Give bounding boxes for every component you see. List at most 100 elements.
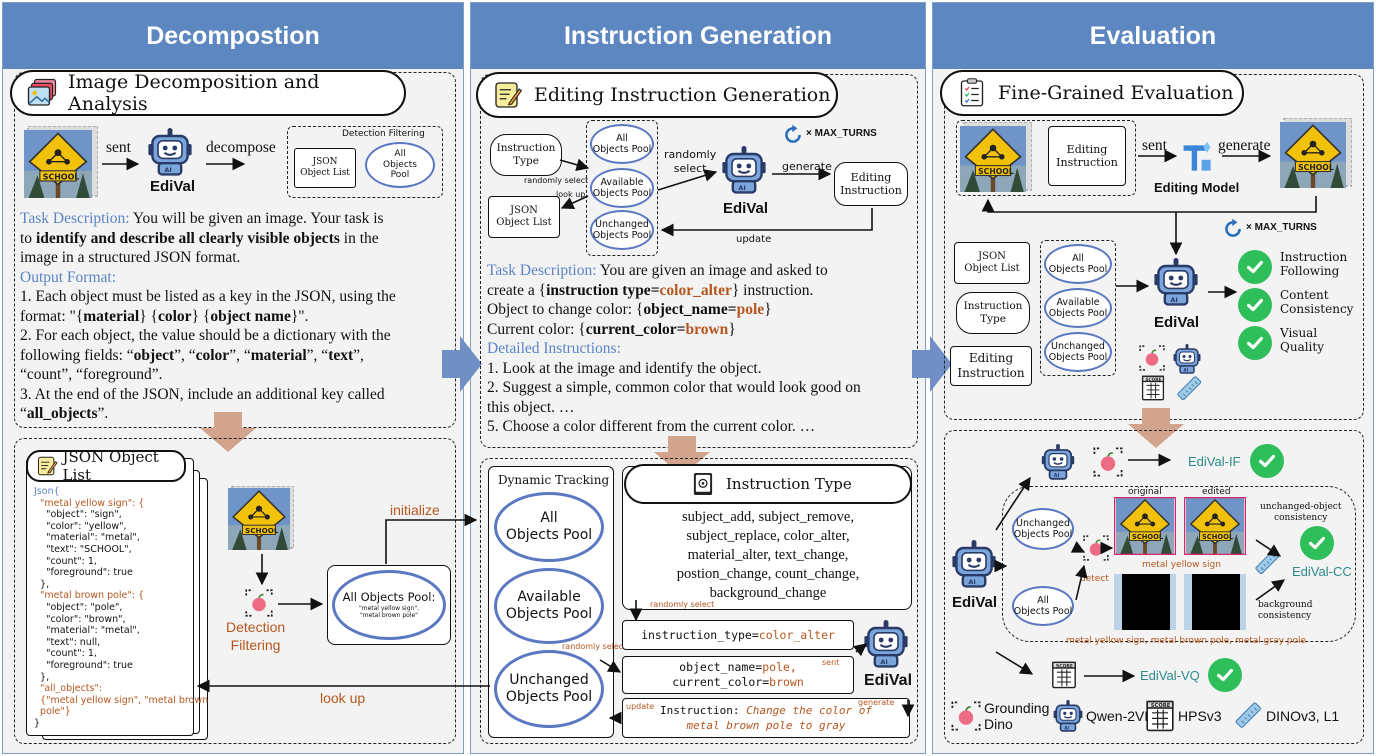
json-line: "count": 1, bbox=[34, 648, 97, 660]
json-doc bbox=[26, 458, 194, 736]
pools-box-3 bbox=[1040, 240, 1116, 376]
editing-model-label: Editing Model bbox=[1154, 180, 1240, 195]
robot-icon bbox=[1172, 344, 1202, 374]
json-line: Json{ bbox=[34, 486, 60, 497]
legend-label: DINOv3, L1 bbox=[1266, 708, 1340, 724]
json-line: "text": null, bbox=[34, 636, 101, 648]
down-arrow-3 bbox=[1128, 408, 1184, 448]
json-object-list-small-2: JSON Object List bbox=[488, 196, 560, 238]
check-icon bbox=[1208, 658, 1242, 692]
available-pool-small: Available Objects Pool bbox=[590, 168, 654, 208]
generate-label: generate bbox=[782, 160, 832, 173]
robot-icon bbox=[720, 146, 768, 194]
loop-arrow-icon bbox=[782, 124, 804, 146]
json-line: } bbox=[34, 717, 41, 729]
panel-arrow-1 bbox=[442, 336, 482, 392]
unchanged-consistency-label: unchanged-object consistency bbox=[1260, 502, 1342, 523]
available-pool-big: Available Objects Pool bbox=[494, 568, 604, 644]
legend-label: HPSv3 bbox=[1178, 708, 1222, 724]
edival-vq-label: EdiVal-VQ bbox=[1140, 668, 1200, 683]
json-line: "metal brown pole": { bbox=[34, 590, 145, 602]
check-icon bbox=[1250, 444, 1284, 478]
instruction-title: Instruction Generation bbox=[471, 3, 925, 69]
json-object-list-small: JSON Object List bbox=[294, 148, 356, 188]
image-stack-icon bbox=[26, 78, 58, 108]
json-line: "metal yellow sign": { bbox=[34, 497, 145, 509]
look-up-label: look up bbox=[320, 690, 366, 706]
edited-label: edited bbox=[1202, 487, 1231, 497]
json-line: "material": "metal", bbox=[34, 625, 140, 637]
decomposition-bottom-box bbox=[14, 438, 456, 744]
decomposition-pill-label: Image Decomposition and Analysis bbox=[68, 71, 320, 115]
unchanged-pool-3: Unchanged Objects Pool bbox=[1044, 332, 1112, 372]
check-icon bbox=[1300, 526, 1334, 560]
mask-original bbox=[1114, 574, 1176, 630]
inspect-icon bbox=[1092, 446, 1124, 478]
background-consistency-label: background consistency bbox=[1258, 600, 1313, 621]
edival-label-3: EdiVal bbox=[864, 672, 913, 689]
initialize-label: initialize bbox=[390, 502, 440, 518]
metal-yellow-sign-caption: metal yellow sign bbox=[1142, 560, 1221, 570]
inspect-icon bbox=[1138, 344, 1166, 372]
instruction-type-3: Instruction Type bbox=[956, 292, 1030, 334]
down-arrow bbox=[200, 412, 256, 452]
source-image bbox=[24, 126, 98, 200]
sent-small: sent bbox=[822, 658, 840, 667]
robot-icon bbox=[1040, 444, 1076, 480]
check-icon bbox=[1238, 288, 1272, 322]
generate-small: generate bbox=[858, 698, 895, 707]
json-object-list-3: JSON Object List bbox=[954, 242, 1030, 284]
generate-label-3: generate bbox=[1218, 137, 1271, 154]
instruction-pill-label: Editing Instruction Generation bbox=[534, 84, 831, 106]
update-label: update bbox=[736, 234, 772, 245]
json-line: pole"} bbox=[34, 706, 71, 718]
json-line: {"metal yellow sign", "metal brown bbox=[34, 694, 209, 706]
all-objects-pool-small: All Objects Pool bbox=[365, 142, 435, 188]
inspect-icon bbox=[244, 588, 274, 618]
mask-edited bbox=[1184, 574, 1246, 630]
evaluation-title: Evaluation bbox=[933, 3, 1373, 69]
input-box bbox=[956, 120, 1136, 196]
evaluation-pill-label: Fine-Grained Evaluation bbox=[998, 82, 1234, 104]
legend-label: Qwen-2VL bbox=[1086, 708, 1153, 724]
robot-icon bbox=[862, 620, 910, 668]
robot-icon bbox=[146, 128, 194, 176]
json-line: "count": 1, bbox=[34, 555, 97, 567]
school-image-3 bbox=[960, 122, 1032, 194]
check-icon bbox=[1238, 326, 1272, 360]
original-label: original bbox=[1128, 487, 1162, 497]
object-card: object_name=pole, current_color=brown bbox=[622, 656, 854, 694]
score-board-icon bbox=[1050, 660, 1078, 690]
score-board-icon bbox=[1144, 700, 1176, 732]
edival-if-label: EdiVal-IF bbox=[1188, 454, 1241, 469]
evaluation-pill: Fine-Grained Evaluation bbox=[940, 70, 1244, 116]
decompose-label: decompose bbox=[206, 139, 276, 156]
editing-instruction-3: Editing Instruction bbox=[1048, 126, 1126, 186]
inspect-icon bbox=[950, 700, 982, 732]
check-label: Content Consistency bbox=[1280, 288, 1354, 316]
loop-arrow-icon bbox=[1222, 218, 1244, 240]
edival-label-4: EdiVal bbox=[1154, 314, 1200, 331]
instruction-pill: Editing Instruction Generation bbox=[476, 72, 838, 118]
checklist-icon bbox=[956, 78, 988, 108]
randomly-select-a: randomly select bbox=[650, 600, 715, 609]
sent-label-3: sent bbox=[1142, 137, 1167, 154]
detection-filtering-label: Detection Filtering bbox=[226, 619, 286, 653]
legend-label: Grounding Dino bbox=[984, 700, 1050, 732]
memo-icon bbox=[492, 80, 524, 110]
edival-label-2: EdiVal bbox=[723, 200, 769, 217]
score-board-icon bbox=[1140, 374, 1166, 402]
edited-crop bbox=[1184, 497, 1246, 555]
instruction-result-card: Instruction: Change the color of metal b… bbox=[622, 698, 910, 738]
panel-arrow-2 bbox=[912, 336, 952, 392]
unchanged-pool-big: Unchanged Objects Pool bbox=[494, 650, 604, 728]
randomly-select-label: randomly select bbox=[664, 148, 717, 175]
all-pool-3: All Objects Pool bbox=[1044, 244, 1112, 284]
book-icon bbox=[690, 471, 716, 497]
all-pool-4: All Objects Pool bbox=[1012, 586, 1074, 626]
randomly-select-small: randomly select bbox=[524, 176, 589, 185]
robot-icon bbox=[950, 540, 998, 588]
json-lines: Json{ "metal yellow sign": { "object": "… bbox=[34, 486, 209, 729]
sent-label: sent bbox=[106, 139, 131, 156]
ruler-icon bbox=[1252, 548, 1282, 578]
